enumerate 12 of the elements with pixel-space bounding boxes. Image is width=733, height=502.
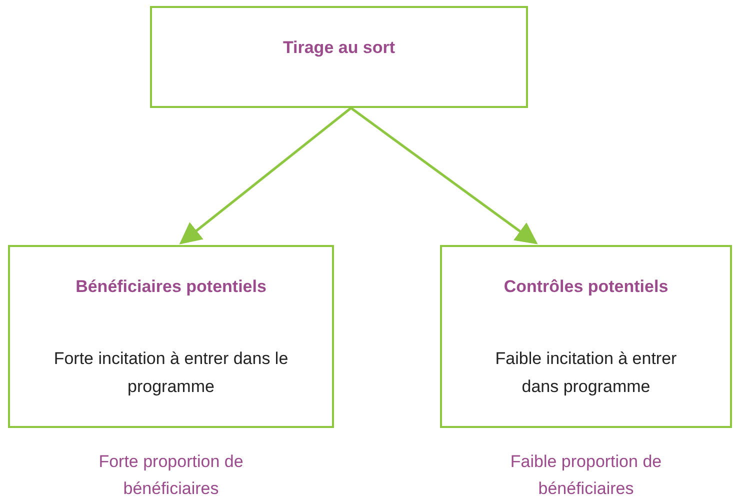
box-text: Forte incitation à entrer dans le programme [52, 348, 290, 398]
box [8, 245, 334, 428]
box [150, 6, 528, 108]
box-text: Faible incitation à entrer dans programme [494, 348, 678, 398]
arrow [179, 107, 352, 244]
box-heading: Contrôles potentiels [502, 277, 670, 297]
arrow [350, 107, 538, 244]
box-note: Faible proportion de bénéficiaires [509, 451, 663, 500]
box [440, 245, 732, 428]
box-heading: Tirage au sort [282, 38, 396, 58]
box-note: Forte proportion de bénéficiaires [98, 451, 244, 500]
box-heading: Bénéficiaires potentiels [74, 277, 268, 297]
